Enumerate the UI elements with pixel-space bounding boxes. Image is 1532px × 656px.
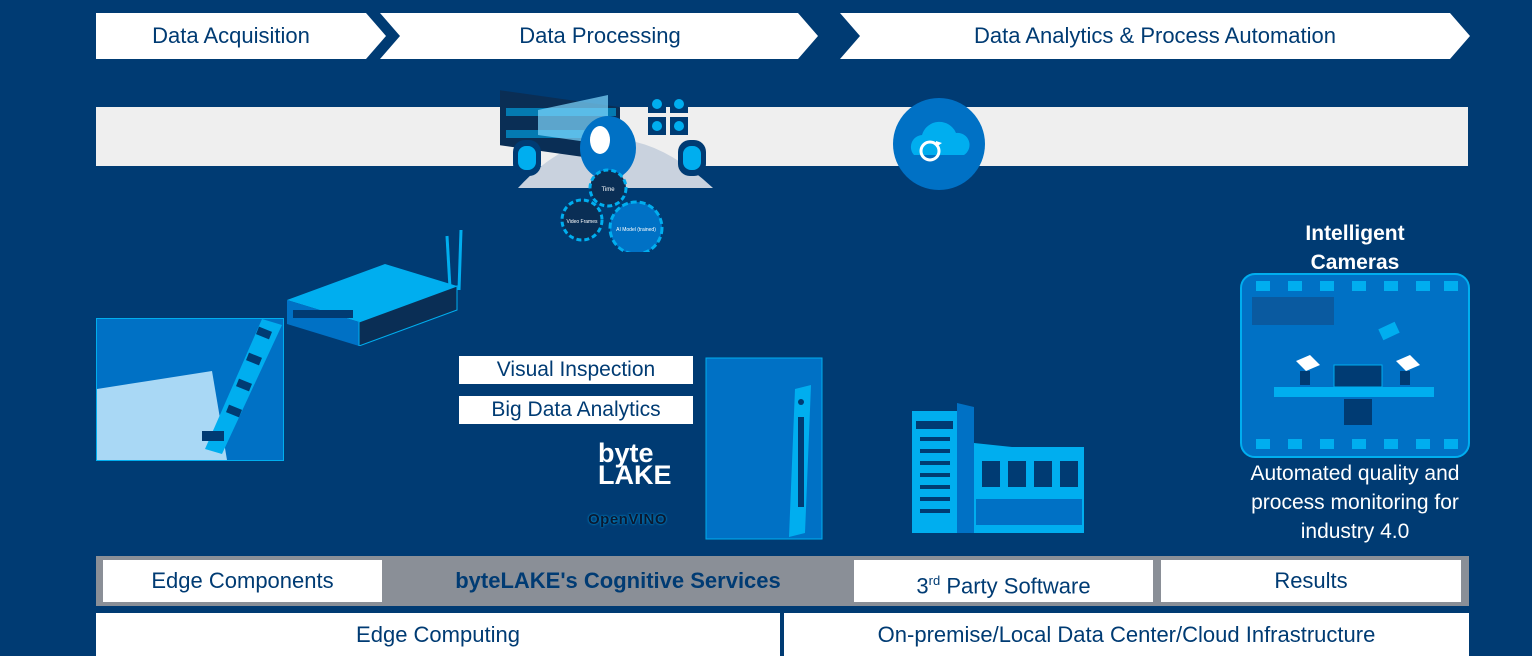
stage-label: Data Analytics & Process Automation <box>974 23 1336 48</box>
cameras-caption: Automated quality and process monitoring… <box>1222 459 1488 546</box>
stage-data-processing: Data Processing <box>380 13 818 59</box>
visual-inspection-label: Visual Inspection <box>459 356 693 384</box>
big-data-label: Big Data Analytics <box>459 396 693 424</box>
logo-line2: LAKE <box>598 460 672 490</box>
stage-label: Data Acquisition <box>152 23 310 48</box>
light-band <box>96 107 1468 166</box>
stage-data-analytics: Data Analytics & Process Automation <box>840 13 1470 59</box>
cameras-title-line1: Intelligent <box>1305 222 1405 245</box>
gear-time-label: Time <box>601 187 615 193</box>
caption-line1: Automated quality and <box>1250 462 1460 485</box>
results-cell: Results <box>1161 560 1461 602</box>
stage-data-acquisition: Data Acquisition <box>96 13 386 59</box>
caption-line3: industry 4.0 <box>1300 520 1410 543</box>
edge-components-cell: Edge Components <box>103 560 382 602</box>
gear-video-label: Video Frames <box>566 219 598 225</box>
data-center-building <box>912 403 1084 533</box>
gear-model-label: AI Model (trained) <box>616 227 656 233</box>
component-row: Edge Components byteLAKE's Cognitive Ser… <box>96 556 1469 606</box>
ai-robot-illustration: Time Video Frames AI Model (trained) <box>500 90 713 252</box>
infrastructure-bar: On-premise/Local Data Center/Cloud Infra… <box>784 613 1469 656</box>
third-party-num: 3 <box>916 573 929 599</box>
edge-router-device <box>287 229 463 346</box>
bytelake-logo: byte LAKE <box>598 438 678 490</box>
openvino-logo: OpenVINO <box>588 511 668 528</box>
third-party-text: Party Software <box>940 573 1091 599</box>
cloud-sync-icon <box>893 98 985 190</box>
cognitive-services-cell: byteLAKE's Cognitive Services <box>384 560 852 602</box>
camera-filmstrip <box>1240 273 1470 458</box>
sensor-camera-image <box>96 318 284 461</box>
logo-line1: byte <box>598 438 654 468</box>
edge-computing-bar: Edge Computing <box>96 613 780 656</box>
caption-line2: process monitoring for <box>1251 491 1459 514</box>
cameras-title: Intelligent Cameras <box>1240 219 1470 277</box>
third-party-software-cell: 3rd Party Software <box>854 560 1153 602</box>
third-party-sup: rd <box>928 573 941 588</box>
cameras-title-line2: Cameras <box>1310 251 1400 274</box>
stage-label: Data Processing <box>519 23 681 48</box>
server-tower <box>705 357 823 540</box>
